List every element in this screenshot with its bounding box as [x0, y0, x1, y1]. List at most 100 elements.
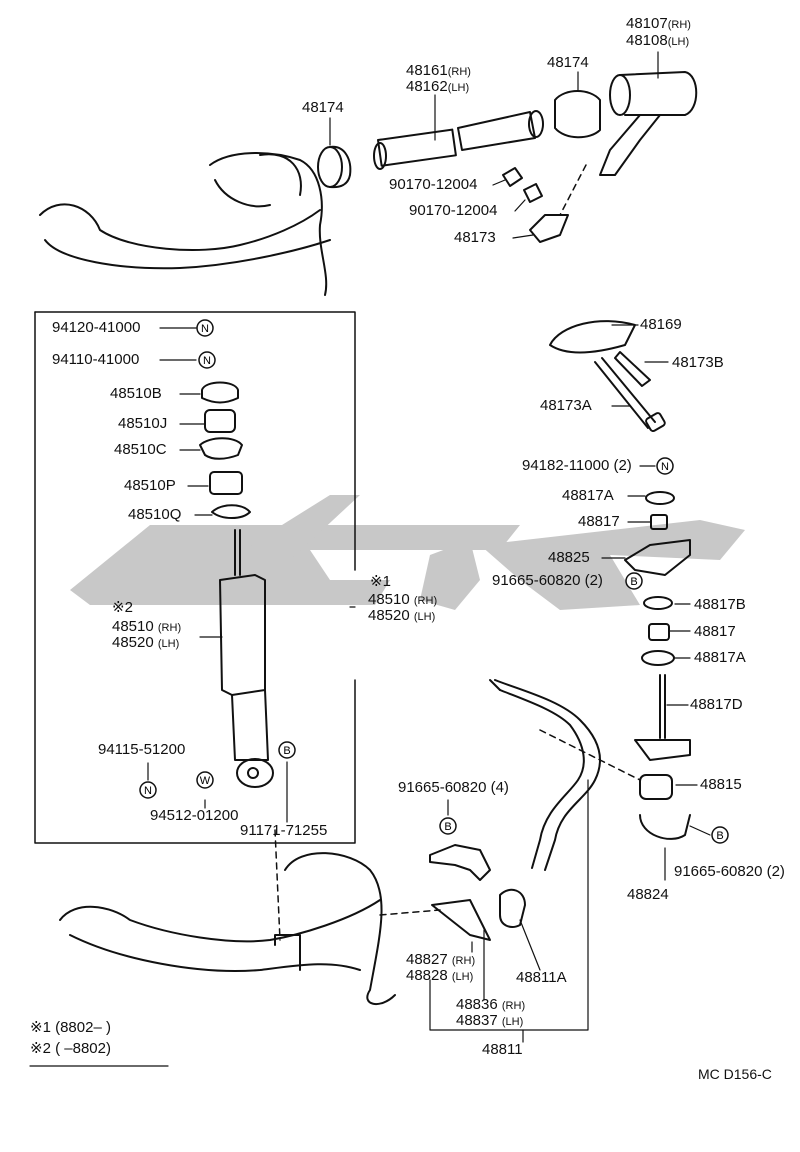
- part-number: 48162: [406, 78, 448, 95]
- label-94120: 94120-41000: [52, 319, 141, 336]
- label-48817B: 48817B: [694, 596, 746, 613]
- part-number: 48520: [368, 607, 410, 624]
- side-tag: (LH): [501, 1016, 524, 1028]
- legend-mark: ※1: [30, 1019, 51, 1036]
- label-94182: 94182-11000 (2): [522, 457, 632, 474]
- callout-n-94182: N: [656, 457, 674, 475]
- label-48108: 48108(LH): [626, 33, 689, 50]
- svg-text:N: N: [661, 461, 669, 473]
- label-48169: 48169: [640, 316, 682, 333]
- label-48817-top: 48817: [578, 513, 620, 530]
- side-tag: (RH): [451, 955, 476, 967]
- label-48520-right: 48520 (LH): [368, 608, 435, 625]
- legend-row-1: ※1 (8802– ): [30, 1020, 111, 1036]
- label-48817A-mid: 48817A: [694, 649, 746, 666]
- part-number: 48510: [112, 618, 154, 635]
- label-48520-left: 48520 (LH): [112, 635, 179, 652]
- part-number: 48836: [456, 996, 498, 1013]
- label-48173A: 48173A: [540, 397, 592, 414]
- side-tag: (LH): [451, 971, 474, 983]
- callout-n-94110: N: [198, 351, 216, 369]
- label-91665-b: 91665-60820 (2): [674, 863, 785, 880]
- label-48817D: 48817D: [690, 696, 743, 713]
- part-number: 48837: [456, 1012, 498, 1029]
- label-94110: 94110-41000: [52, 351, 140, 368]
- part-number: 48510: [368, 591, 410, 608]
- svg-text:B: B: [444, 821, 451, 833]
- label-48510J: 48510J: [118, 415, 168, 432]
- label-91665-a: 91665-60820 (2): [492, 572, 603, 589]
- svg-text:N: N: [144, 785, 152, 797]
- side-tag: (RH): [667, 19, 691, 31]
- label-48510Q: 48510Q: [128, 506, 182, 523]
- label-48107: 48107(RH): [626, 16, 691, 33]
- label-48173: 48173: [454, 229, 496, 246]
- label-90170-a: 90170-12004: [389, 176, 478, 193]
- label-48811: 48811: [482, 1041, 523, 1058]
- side-tag: (LH): [157, 638, 180, 650]
- part-number: 48520: [112, 634, 154, 651]
- lower-control-arm-drawing: [59, 852, 396, 1005]
- mark-1-shock: ※1: [370, 573, 391, 590]
- label-94115: 94115-51200: [98, 741, 186, 758]
- dashed-connectors: [274, 164, 641, 941]
- legend-range: (8802– ): [55, 1019, 111, 1036]
- circled-callouts: N N N W B N B B B: [139, 319, 729, 844]
- label-91665-c: 91665-60820 (4): [398, 779, 509, 796]
- brackets-drawing: [429, 844, 526, 941]
- label-48510P: 48510P: [124, 477, 176, 494]
- callout-b-91171: B: [278, 741, 296, 759]
- part-number: 48107: [626, 15, 668, 32]
- part-number: 48161: [406, 62, 448, 79]
- label-48827: 48827 (RH): [406, 952, 475, 969]
- shock-bushings-drawing: [199, 381, 251, 519]
- callout-b-91665-c: B: [439, 817, 457, 835]
- callout-b-91665-a: B: [625, 572, 643, 590]
- label-48825: 48825: [548, 549, 590, 566]
- side-tag: (RH): [157, 622, 182, 634]
- legend-mark: ※2: [30, 1040, 51, 1057]
- part-number: 48828: [406, 967, 448, 984]
- label-48510-right: 48510 (RH): [368, 592, 437, 609]
- legend-row-2: ※2 ( –8802): [30, 1041, 111, 1057]
- svg-text:N: N: [203, 355, 211, 367]
- label-48817A-top: 48817A: [562, 487, 614, 504]
- side-tag: (RH): [501, 1000, 526, 1012]
- label-48173B: 48173B: [672, 354, 724, 371]
- label-48161: 48161(RH): [406, 63, 471, 80]
- label-48174-right: 48174: [547, 54, 589, 71]
- part-number: 48108: [626, 32, 668, 49]
- label-94512: 94512-01200: [150, 807, 239, 824]
- legend-range: ( –8802): [55, 1040, 111, 1057]
- watermark-logo: [70, 495, 745, 610]
- label-48510B: 48510B: [110, 385, 162, 402]
- label-48836: 48836 (RH): [456, 997, 525, 1014]
- shock-absorber-drawing: [219, 529, 274, 788]
- label-48162: 48162(LH): [406, 79, 469, 96]
- label-48174-left: 48174: [302, 99, 344, 116]
- label-90170-b: 90170-12004: [409, 202, 498, 219]
- shock-absorber-box: [34, 311, 356, 844]
- svg-text:B: B: [716, 830, 723, 842]
- callout-n-94115: N: [139, 781, 157, 799]
- svg-text:B: B: [283, 745, 290, 757]
- part-number: 48827: [406, 951, 448, 968]
- stabilizer-bar-drawing: [489, 679, 601, 871]
- svg-text:W: W: [200, 775, 211, 787]
- label-48811A: 48811A: [516, 969, 567, 986]
- callout-w-94512: W: [196, 771, 214, 789]
- side-tag: (RH): [447, 66, 471, 78]
- side-tag: (LH): [447, 82, 470, 94]
- callout-b-91665-b: B: [711, 826, 729, 844]
- callout-n-94120: N: [196, 319, 214, 337]
- side-tag: (LH): [413, 611, 436, 623]
- leader-lines: [29, 51, 711, 1067]
- svg-text:B: B: [630, 576, 637, 588]
- label-48510C: 48510C: [114, 441, 167, 458]
- label-48828: 48828 (LH): [406, 968, 473, 985]
- upper-control-arm-drawing: [39, 152, 331, 296]
- label-48510-left: 48510 (RH): [112, 619, 181, 636]
- diagram-code: MC D156-C: [698, 1066, 772, 1082]
- label-91171: 91171-71255: [240, 822, 328, 839]
